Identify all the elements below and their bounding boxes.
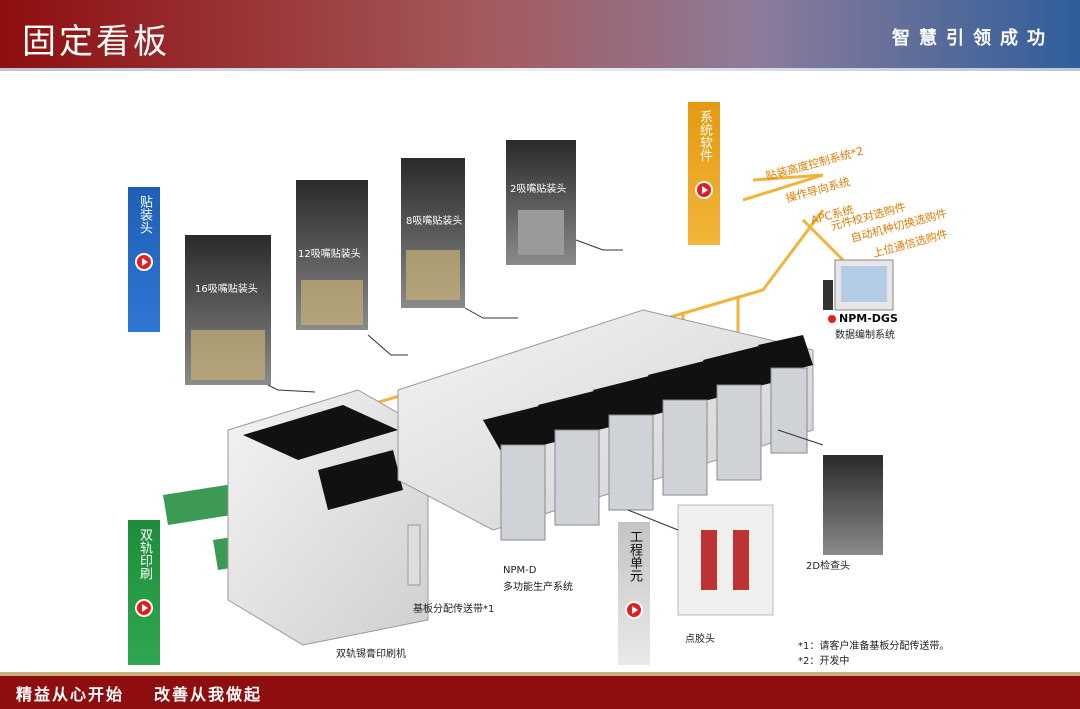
dispense-label: 点胶头 — [685, 634, 715, 645]
footer-slogan-left: 精益从心开始 — [16, 685, 125, 704]
note-1: *1：请客户准备基板分配传送带。 — [798, 641, 950, 652]
dgs-monitor — [823, 259, 894, 311]
dgs-name: NPM-DGS — [828, 312, 898, 325]
label-head-2: 2吸嘴贴装头 — [510, 184, 567, 195]
play-icon[interactable] — [135, 599, 153, 617]
printer-label: 双轨锡膏印刷机 — [336, 649, 406, 660]
play-icon[interactable] — [135, 253, 153, 271]
note-2: *2：开发中 — [798, 656, 850, 667]
head-8-image — [401, 158, 465, 308]
tab-system-software-label: 系统软件 — [697, 110, 712, 162]
header-slogan: 智慧引领成功 — [892, 28, 1054, 49]
production-line-illustration — [163, 140, 894, 646]
dgs-desc: 数据编制系统 — [835, 330, 895, 341]
tab-placement-heads-label: 贴装头 — [137, 195, 152, 234]
page-title: 固定看板 — [22, 22, 170, 62]
npm-modules — [397, 309, 814, 541]
inspection-label: 2D检查头 — [806, 561, 851, 572]
header-divider — [0, 68, 1080, 71]
label-head-12: 12吸嘴贴装头 — [298, 249, 361, 260]
play-icon[interactable] — [695, 181, 713, 199]
label-head-16: 16吸嘴贴装头 — [195, 284, 258, 295]
header-bar: 固定看板 智慧引领成功 — [0, 0, 1080, 68]
footer-slogans: 精益从心开始 改善从我做起 — [16, 681, 292, 705]
tab-dual-printing-label: 双轨印刷 — [137, 528, 152, 580]
tab-system-software[interactable]: 系统软件 — [688, 102, 720, 245]
npm-desc: 多功能生产系统 — [503, 582, 573, 593]
footer-slogan-right: 改善从我做起 — [154, 685, 263, 704]
tab-process-unit[interactable]: 工程单元 — [618, 522, 650, 665]
production-line-figure: 贴装头 双轨印刷 系统软件 工程单元 16吸嘴贴装头 12吸嘴贴装头 8吸嘴贴装… — [123, 100, 973, 670]
printer-machine — [227, 389, 429, 646]
head-2-image — [506, 140, 576, 265]
inspection-head-image — [777, 429, 883, 555]
footer-divider — [0, 672, 1080, 676]
footer-bar: 精益从心开始 改善从我做起 — [0, 676, 1080, 709]
tab-process-unit-label: 工程单元 — [627, 530, 642, 582]
play-icon[interactable] — [625, 601, 643, 619]
head-12-image — [296, 180, 368, 330]
tab-placement-heads[interactable]: 贴装头 — [128, 187, 160, 332]
dispense-head-image — [627, 504, 774, 616]
label-head-8: 8吸嘴贴装头 — [406, 216, 463, 227]
tab-dual-printing[interactable]: 双轨印刷 — [128, 520, 160, 665]
conveyor-label: 基板分配传送带*1 — [413, 604, 495, 615]
head-16-image — [185, 235, 271, 385]
npm-name: NPM-D — [503, 565, 537, 576]
